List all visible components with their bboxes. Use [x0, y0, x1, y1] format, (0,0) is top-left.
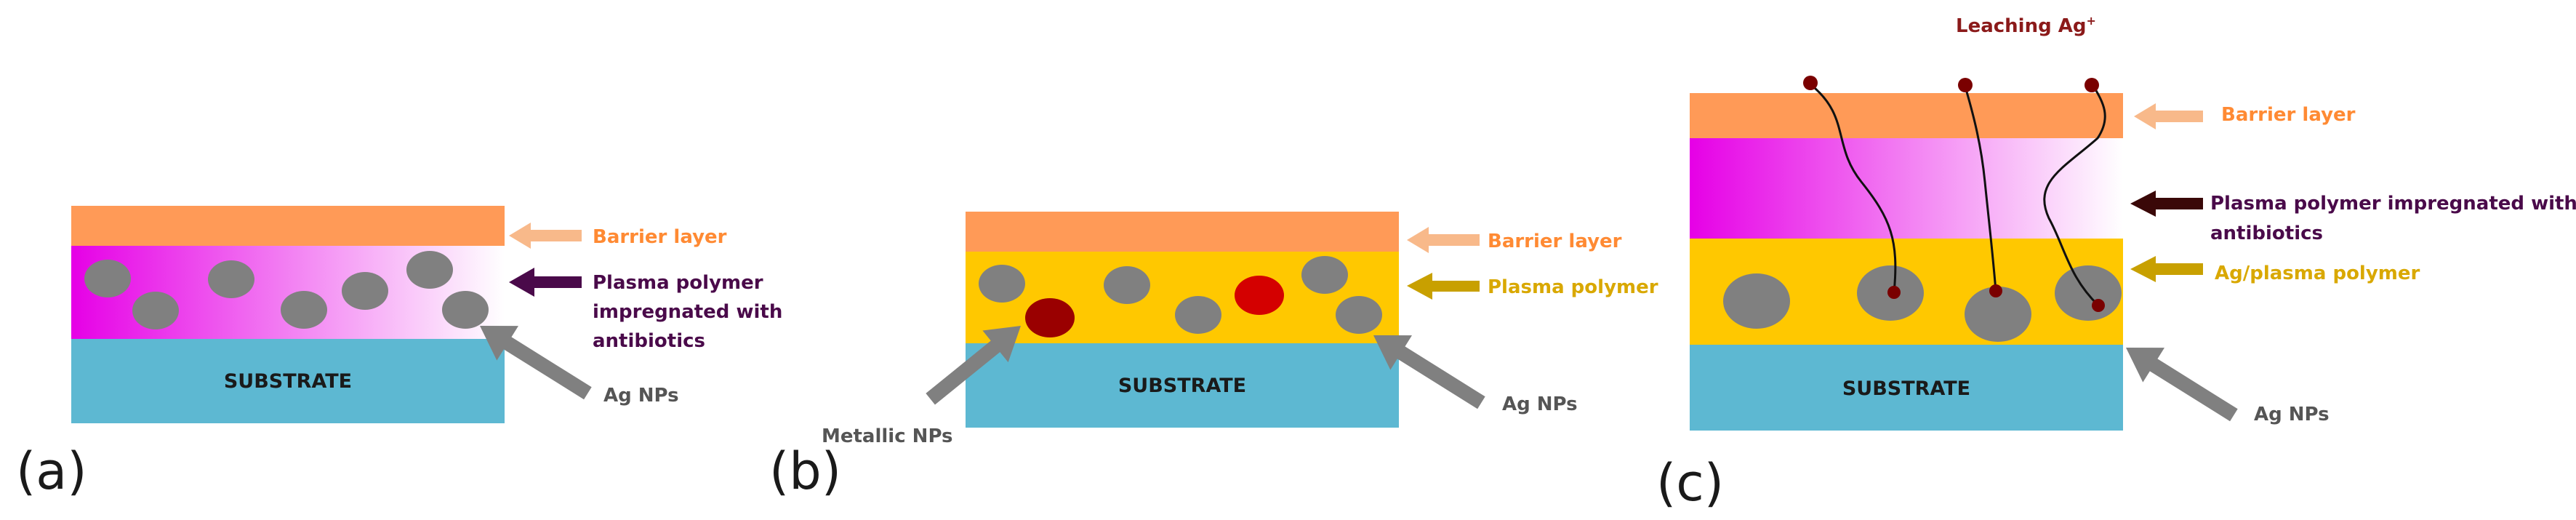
barrier-arrow-a — [509, 223, 582, 249]
ag-np — [442, 291, 489, 329]
ag-polymer-arrow-c — [2130, 256, 2203, 282]
metallic-label-b: Metallic NPs — [822, 425, 953, 447]
panel-label-c: (c) — [1656, 453, 1724, 513]
barrier-layer-b — [966, 212, 1399, 252]
substrate-a — [71, 339, 505, 423]
substrate-label-b: SUBSTRATE — [1118, 375, 1246, 397]
polymer-arrow-a — [509, 268, 582, 297]
np-label-c: Ag NPs — [2254, 404, 2330, 425]
ag-ion-leached — [2085, 78, 2099, 92]
ag-np — [1175, 296, 1221, 334]
ag-ion — [2092, 299, 2105, 312]
ag-np — [1965, 287, 2031, 342]
ag-np — [406, 251, 453, 289]
ag-ions — [1803, 76, 2105, 312]
np-label-b: Ag NPs — [1502, 393, 1578, 415]
polymer-arrow-c — [2130, 191, 2203, 217]
ag-polymer-label-c: Ag/plasma polymer — [2215, 263, 2420, 284]
panel-label-a: (a) — [16, 441, 87, 501]
np-arrow-c — [2126, 348, 2238, 422]
ag-np — [132, 292, 179, 329]
barrier-label-a: Barrier layer — [593, 226, 727, 248]
ag-np — [1336, 296, 1382, 334]
barrier-label-c: Barrier layer — [2221, 104, 2356, 126]
polymer-label-c-2: antibiotics — [2210, 223, 2323, 244]
np-arrow-a — [480, 326, 592, 400]
barrier-layer-c — [1690, 93, 2123, 138]
polymer-label-c-1: Plasma polymer impregnated with — [2210, 193, 2576, 215]
ag-np — [1104, 266, 1150, 304]
polymer-arrow-b — [1407, 273, 1480, 300]
metallic-arrow-b — [926, 326, 1021, 405]
leaching-paths — [1810, 83, 2106, 307]
ag-ion — [1887, 286, 1901, 299]
ag-np — [84, 260, 131, 297]
panel-label-b: (b) — [769, 441, 841, 501]
ag-np — [342, 272, 388, 310]
ag-np — [1723, 273, 1790, 329]
polymer-layer-c — [1690, 138, 2123, 239]
substrate-label-a: SUBSTRATE — [224, 370, 352, 393]
leaching-path — [2043, 84, 2106, 307]
np-label-a: Ag NPs — [603, 385, 679, 407]
substrate-label-c: SUBSTRATE — [1842, 377, 1970, 400]
polymer-label-a-3: antibiotics — [593, 330, 705, 352]
leaching-path — [1963, 84, 1997, 292]
polymer-label-b: Plasma polymer — [1488, 276, 1658, 298]
leaching-label: Leaching Ag+ — [1956, 14, 2096, 37]
metallic-np — [1025, 298, 1075, 337]
leaching-text: Leaching Ag — [1956, 15, 2087, 37]
barrier-arrow-c — [2134, 103, 2203, 129]
ag-nps-a — [84, 251, 489, 329]
ag-nps-b — [979, 256, 1382, 334]
substrate-c — [1690, 345, 2123, 431]
metallic-nps-b — [1025, 276, 1284, 337]
barrier-label-b: Barrier layer — [1488, 231, 1622, 252]
panel-a: SUBSTRATE Barrier layer Plasma polymer i… — [16, 206, 782, 501]
leaching-path — [1810, 83, 1897, 293]
ag-np — [281, 291, 327, 329]
panel-c: SUBSTRATE Leaching Ag+ Barrier layer Pla… — [1656, 14, 2576, 513]
leaching-superscript: + — [2087, 14, 2096, 28]
ag-ion-leached — [1958, 78, 1973, 92]
ag-ion-leached — [1803, 76, 1818, 90]
panel-b: SUBSTRATE Barrier layer Plasma polymer A… — [769, 212, 1658, 501]
ag-np — [1301, 256, 1348, 294]
barrier-arrow-b — [1407, 227, 1480, 253]
barrier-layer-a — [71, 206, 505, 246]
substrate-b — [966, 343, 1399, 428]
np-arrow-b — [1373, 335, 1485, 409]
metallic-np — [1235, 276, 1284, 315]
ag-np — [979, 265, 1025, 303]
ag-np — [208, 260, 254, 298]
ag-ion — [1989, 284, 2002, 297]
polymer-label-a-2: impregnated with — [593, 301, 782, 323]
polymer-label-a-1: Plasma polymer — [593, 272, 763, 294]
